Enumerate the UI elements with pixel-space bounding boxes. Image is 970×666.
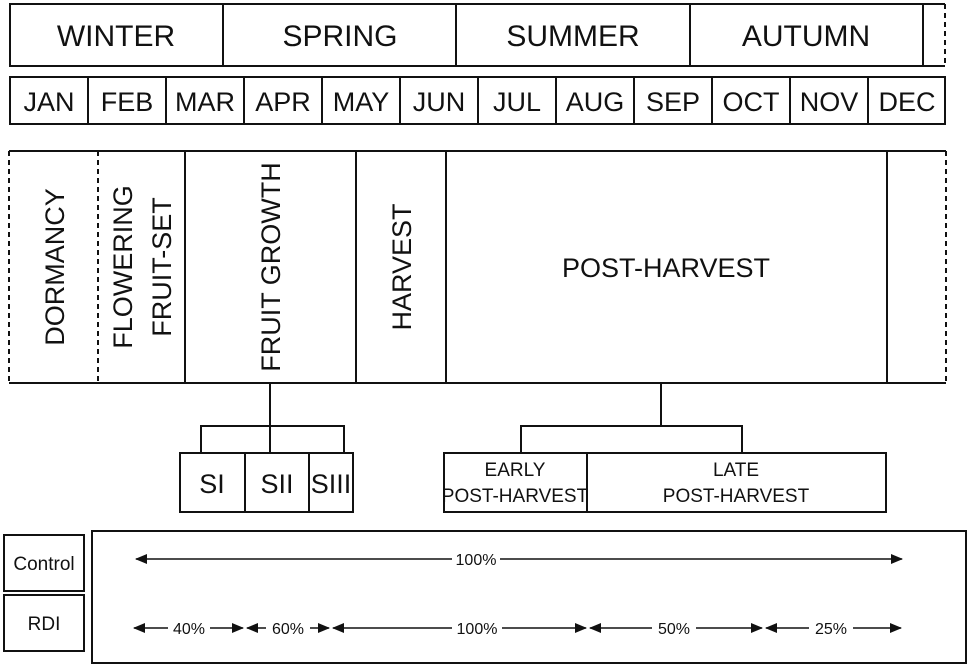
phase-dormancy: DORMANCY xyxy=(40,188,70,346)
month-jul: JUL xyxy=(493,87,541,117)
stage-late-line1: LATE xyxy=(713,460,759,481)
month-jun: JUN xyxy=(413,87,466,117)
stage-s3: SIII xyxy=(311,469,352,499)
month-feb: FEB xyxy=(101,87,154,117)
month-mar: MAR xyxy=(175,87,235,117)
month-apr: APR xyxy=(255,87,311,117)
stage-late-line2: POST-HARVEST xyxy=(663,486,810,507)
stage-connectors xyxy=(200,383,743,453)
treatment-rdi-label: RDI xyxy=(28,614,61,635)
month-dec: DEC xyxy=(878,87,935,117)
season-winter: WINTER xyxy=(57,20,175,53)
treatment-control-label: Control xyxy=(13,554,74,575)
fruit-growth-stages xyxy=(179,452,354,513)
phase-post-harvest: POST-HARVEST xyxy=(562,253,770,283)
rdi-value-2: 60% xyxy=(272,621,304,638)
stage-s1: SI xyxy=(199,469,225,499)
rdi-value-5: 25% xyxy=(815,621,847,638)
rdi-value-1: 40% xyxy=(173,621,205,638)
phase-fruit-set: FRUIT-SET xyxy=(147,197,177,337)
rdi-value-4: 50% xyxy=(658,621,690,638)
stage-early-line1: EARLY xyxy=(485,460,546,481)
month-nov: NOV xyxy=(800,87,859,117)
stage-s2: SII xyxy=(260,469,293,499)
season-summer: SUMMER xyxy=(506,20,639,53)
season-row xyxy=(9,3,946,67)
post-harvest-stages xyxy=(443,452,887,513)
month-oct: OCT xyxy=(723,87,780,117)
stage-early-line2: POST-HARVEST xyxy=(442,486,589,507)
season-autumn: AUTUMN xyxy=(742,20,870,53)
phase-flowering: FLOWERING xyxy=(108,185,138,349)
rdi-value-3: 100% xyxy=(457,621,498,638)
month-sep: SEP xyxy=(646,87,700,117)
month-may: MAY xyxy=(333,87,390,117)
phase-row xyxy=(8,150,947,384)
treatment-boxes xyxy=(3,530,967,664)
phase-fruit-growth: FRUIT GROWTH xyxy=(256,162,286,371)
month-jan: JAN xyxy=(23,87,74,117)
control-value: 100% xyxy=(456,552,497,569)
month-aug: AUG xyxy=(566,87,625,117)
phase-harvest: HARVEST xyxy=(387,203,417,330)
season-spring: SPRING xyxy=(282,20,397,53)
month-row xyxy=(9,76,946,125)
